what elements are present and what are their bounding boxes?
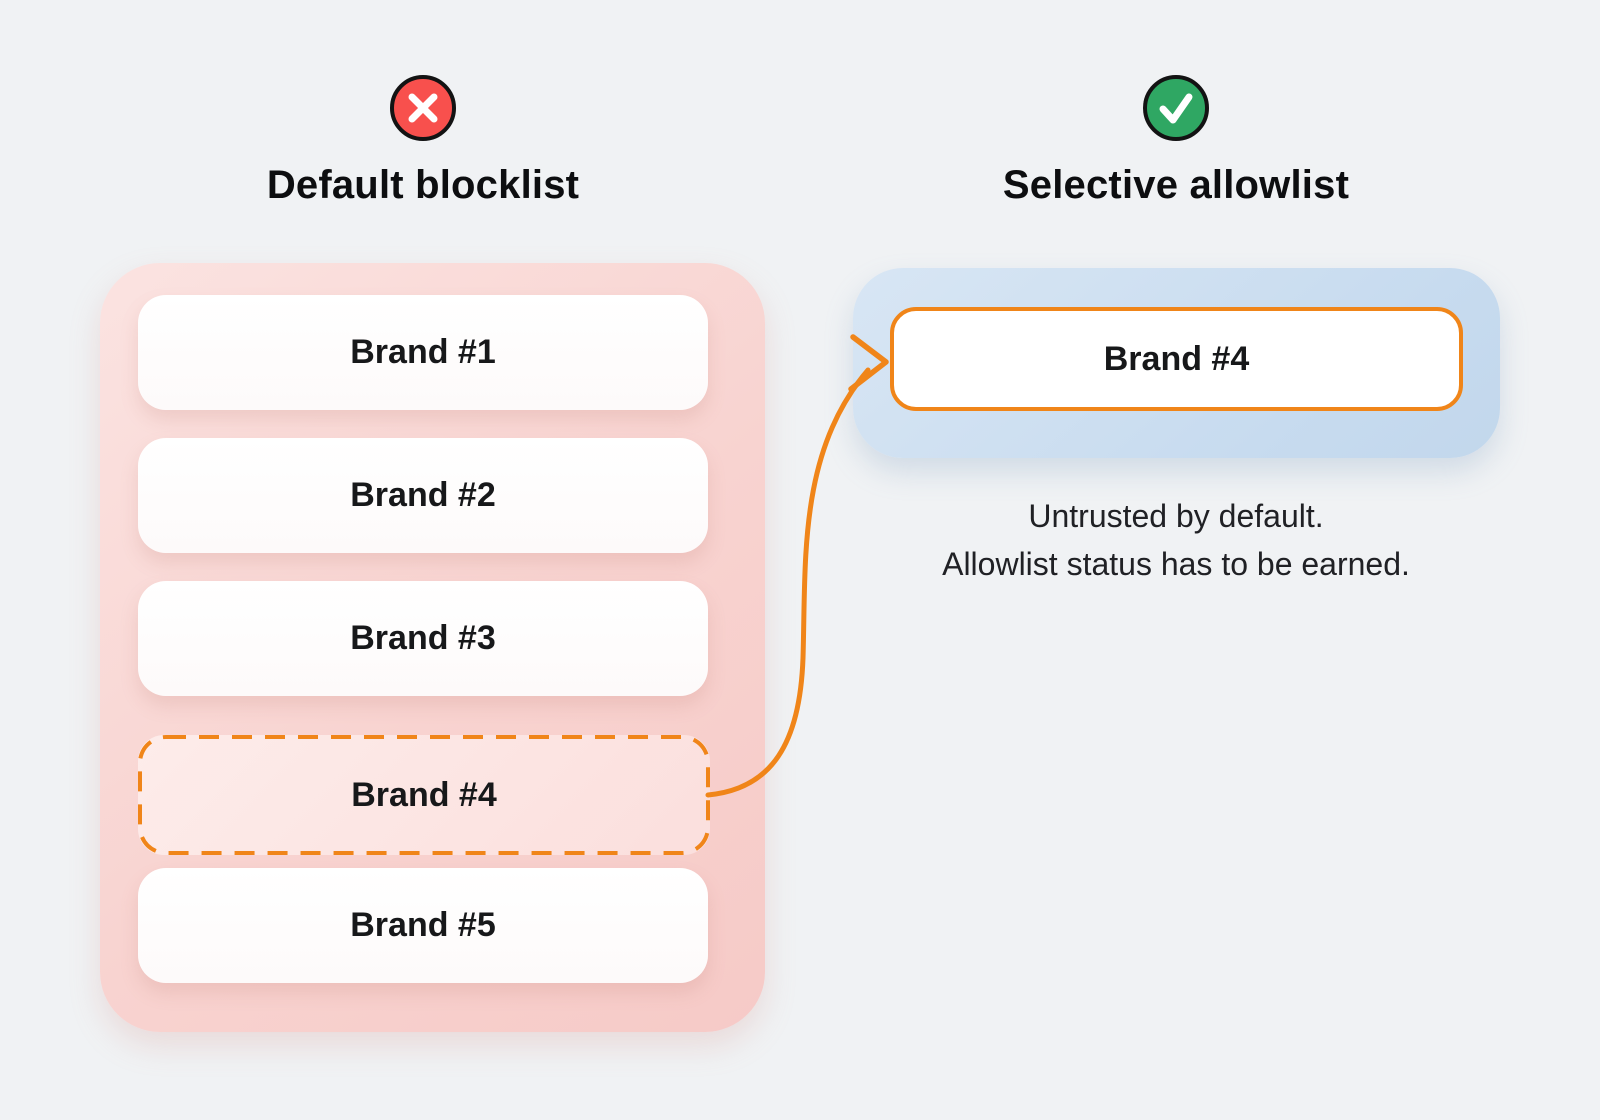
brand-card-label: Brand #4 (351, 775, 497, 814)
caption-line-1: Untrusted by default. (1028, 498, 1324, 534)
check-circle-icon (1143, 75, 1209, 141)
brand-card-label: Brand #2 (350, 476, 496, 514)
brand-card-label: Brand #5 (350, 906, 496, 944)
cross-circle-icon (390, 75, 456, 141)
caption-line-2: Allowlist status has to be earned. (942, 546, 1410, 582)
brand-card-label: Brand #1 (350, 333, 496, 371)
brand-card-4-highlighted: Brand #4 (138, 735, 710, 855)
brand-card-3: Brand #3 (138, 581, 708, 696)
blocklist-title: Default blocklist (266, 163, 580, 207)
brand-card-1: Brand #1 (138, 295, 708, 410)
allowlist-title: Selective allowlist (1002, 163, 1350, 207)
allowlist-brand-card: Brand #4 (890, 307, 1463, 411)
allowlist-panel: Brand #4 (853, 268, 1500, 458)
allowlist-brand-label: Brand #4 (1103, 339, 1250, 378)
brand-card-2: Brand #2 (138, 438, 708, 553)
allowlist-caption: Untrusted by default. Allowlist status h… (826, 492, 1526, 588)
brand-card-label: Brand #3 (350, 619, 496, 657)
blocklist-panel: Brand #1 Brand #2 Brand #3 Brand #4 Bran… (100, 263, 765, 1032)
brand-card-5: Brand #5 (138, 868, 708, 983)
